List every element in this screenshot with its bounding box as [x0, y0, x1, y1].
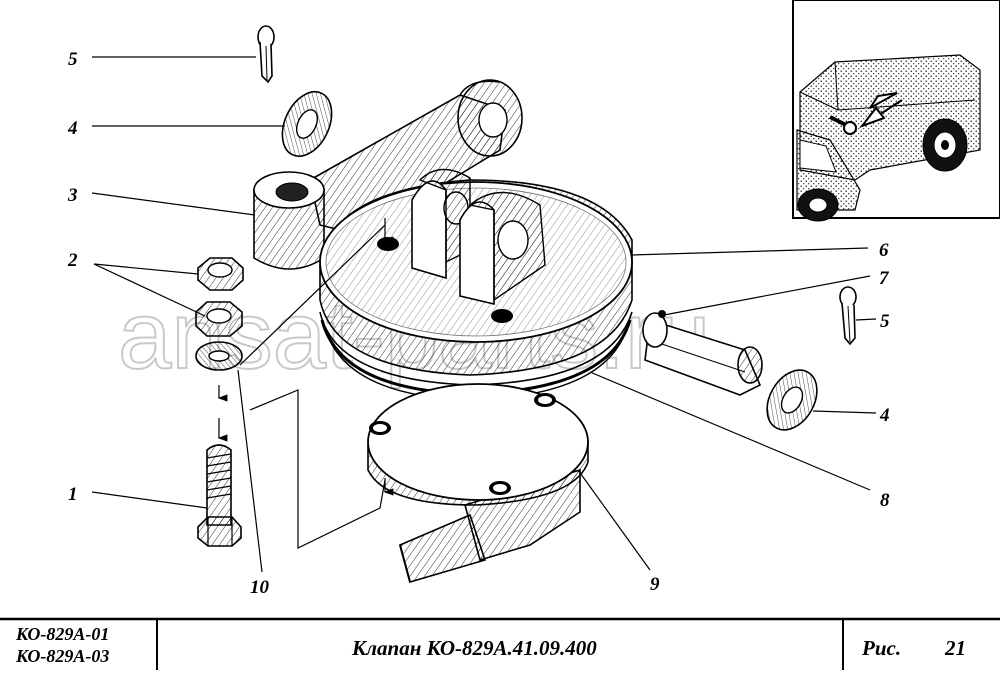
callout-number: 7	[879, 268, 890, 289]
callout-number: 9	[650, 574, 660, 595]
callout-number: 2	[67, 250, 78, 271]
washer-top	[281, 91, 333, 157]
leader-lines	[91, 56, 877, 573]
callout-number: 8	[880, 490, 890, 511]
assembly-guide-lines	[217, 218, 394, 549]
drawing-title: Клапан КО-829А.41.09.400	[352, 636, 597, 660]
callout-numbers: 5 4 3 2 1 10 9 6 7 5 4 8	[67, 49, 890, 598]
title-block-frame	[0, 617, 1000, 670]
callout-number: 5	[68, 49, 78, 70]
valve-body-disc	[319, 168, 633, 376]
callout-number: 1	[68, 484, 78, 505]
nut-upper	[197, 257, 244, 291]
callout-number: 3	[67, 185, 78, 206]
bottom-flange	[367, 383, 589, 583]
pivot-pin	[642, 310, 763, 396]
callout-number: 4	[879, 405, 890, 426]
bolt	[197, 444, 242, 547]
model-code-2: КО-829А-03	[16, 646, 110, 666]
lever-arm	[309, 79, 523, 236]
washer-right	[766, 369, 818, 431]
callout-number: 6	[879, 240, 889, 261]
model-code-1: КО-829А-01	[16, 624, 110, 644]
figure-number: 21	[945, 636, 966, 660]
callout-number: 10	[250, 577, 270, 598]
cotter-pin-right	[839, 286, 857, 346]
truck-location-inset	[792, 0, 1000, 222]
bushing	[253, 171, 325, 270]
nut-lower	[195, 301, 243, 337]
washer-small	[195, 341, 243, 371]
cotter-pin-top	[257, 25, 275, 84]
figure-label: Рис.	[862, 636, 902, 660]
callout-number: 4	[67, 118, 78, 139]
callout-number: 5	[880, 311, 890, 332]
